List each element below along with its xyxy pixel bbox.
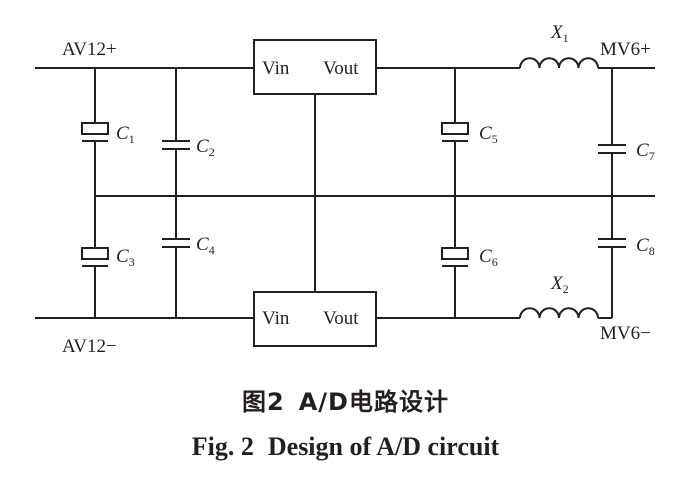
caption-cn-figure-number: 图2 (242, 388, 285, 416)
capacitor-c4 (162, 196, 190, 318)
label-vin-bottom: Vin (262, 308, 290, 329)
label-c8: C8 (636, 235, 655, 258)
label-mv6-minus: MV6− (600, 323, 651, 344)
label-x2: X2 (550, 273, 569, 296)
label-av12-plus: AV12+ (62, 39, 117, 60)
figure-caption-chinese: 图2 A/D电路设计 (0, 382, 691, 417)
label-c3: C3 (116, 246, 135, 269)
capacitor-c1 (81, 68, 109, 196)
label-vout-bottom: Vout (323, 308, 359, 329)
label-c7: C7 (636, 140, 655, 163)
label-c5: C5 (479, 123, 498, 146)
capacitor-c2 (162, 68, 190, 196)
inductor-x2 (519, 307, 599, 319)
capacitor-c5 (441, 68, 469, 196)
caption-en-figure-number: Fig. 2 (191, 432, 254, 461)
capacitor-c6 (441, 196, 469, 318)
label-c6: C6 (479, 246, 498, 269)
caption-cn-title: A/D电路设计 (298, 388, 449, 416)
label-c2: C2 (196, 136, 215, 159)
figure-caption-english: Fig. 2 Design of A/D circuit (0, 432, 691, 462)
label-c1: C1 (116, 123, 135, 146)
capacitor-c7 (598, 68, 626, 196)
label-x1: X1 (550, 22, 569, 45)
label-c4: C4 (196, 234, 215, 257)
label-vin-top: Vin (262, 58, 290, 79)
capacitor-c3 (81, 196, 109, 318)
caption-en-title: Design of A/D circuit (267, 432, 500, 461)
capacitor-c8 (598, 196, 626, 318)
label-av12-minus: AV12− (62, 336, 117, 357)
circuit-diagram: AV12+ AV12− MV6+ MV6− Vin Vout Vin Vout … (35, 22, 655, 357)
label-mv6-plus: MV6+ (600, 39, 651, 60)
label-vout-top: Vout (323, 58, 359, 79)
inductor-x1 (519, 57, 599, 69)
